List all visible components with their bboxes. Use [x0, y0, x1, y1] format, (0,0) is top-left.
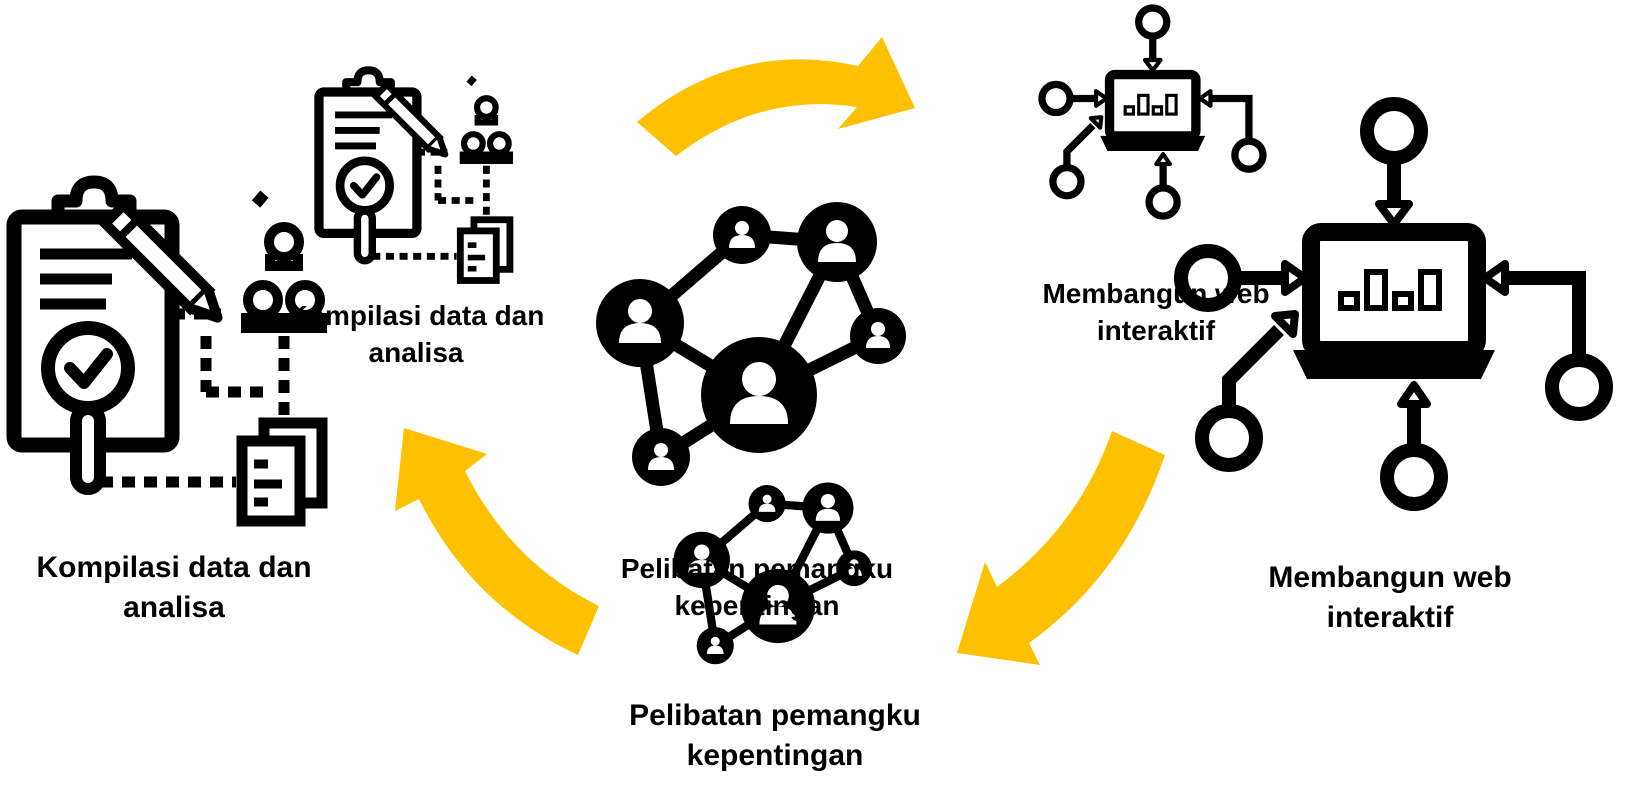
step-label-line: kepentingan	[674, 589, 840, 621]
cycle-arrow-left	[395, 428, 599, 655]
step-label-line: Pelibatan pemangku	[629, 699, 921, 732]
step-label-line: Membangun web	[1042, 278, 1270, 309]
step-label-kompilasi: Kompilasi data dan analisa	[24, 548, 324, 627]
step-label-line: Membangun web	[1268, 561, 1512, 594]
step-label-line: Pelibatan pemangku	[620, 553, 894, 584]
step-label-web-small: Membangun web interaktif	[1036, 276, 1276, 350]
stakeholder-network-icon	[596, 202, 906, 486]
step-label-line: kepentingan	[686, 738, 864, 772]
cycle-arrow-right	[957, 431, 1165, 665]
step-label-line: Kompilasi data dan	[287, 300, 545, 331]
step-label-pelibatan: Pelibatan pemangku kepentingan	[610, 696, 940, 775]
step-label-line: Kompilasi data dan	[36, 551, 312, 584]
clipboard-analysis-icon	[319, 70, 510, 280]
step-label-line: interaktif	[1326, 600, 1454, 634]
step-label-web: Membangun web interaktif	[1250, 558, 1530, 637]
step-label-pelibatan-small: Pelibatan pemangku kepentingan	[607, 551, 907, 625]
step-label-kompilasi-small: Kompilasi data dan analisa	[276, 298, 556, 372]
step-label-line: analisa	[123, 590, 225, 624]
step-label-line: analisa	[368, 336, 464, 368]
step-label-line: interaktif	[1096, 314, 1216, 346]
laptop-dashboard-icon	[1042, 8, 1263, 216]
cycle-arrow-top	[637, 37, 915, 156]
